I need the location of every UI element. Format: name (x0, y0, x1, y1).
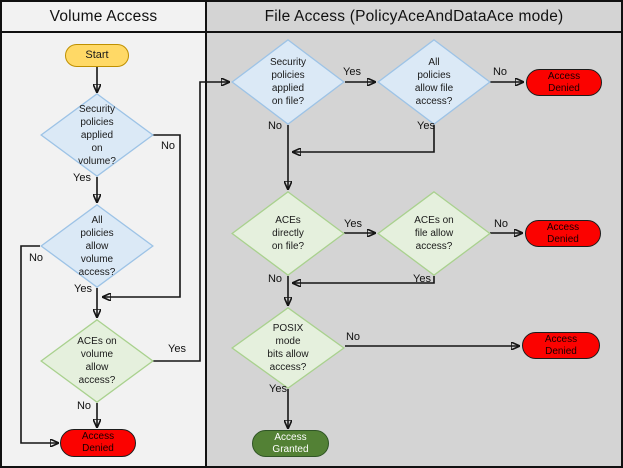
panel-divider (205, 2, 207, 466)
decision-policies-allow-volume: All policies allow volume access? (40, 204, 154, 288)
decision-aces-directly-file: ACEs directly on file? (231, 191, 345, 276)
diamond-shape (378, 192, 490, 275)
edge-vol-d3-yes-to-file-d1 (153, 82, 229, 362)
access-denied-file-mid: Access Denied (525, 220, 601, 247)
edge-label-no: No (345, 331, 361, 343)
edge-label-no: No (267, 273, 283, 285)
decision-label: Security policies applied on file? (269, 57, 307, 107)
edge-label-yes: Yes (417, 120, 435, 132)
edge-file-d4-yes (293, 276, 435, 283)
edge-label-yes: Yes (344, 218, 362, 230)
decision-posix-mode-bits: POSIX mode bits allow access? (231, 307, 345, 389)
edge-label-no: No (28, 252, 44, 264)
edge-label-no: No (76, 400, 92, 412)
edge-label-no: No (160, 140, 176, 152)
decision-aces-file-allow: ACEs on file allow access? (377, 191, 491, 276)
edge-label-yes: Yes (168, 343, 186, 355)
edge-label-yes: Yes (343, 66, 361, 78)
edge-file-d2-yes (293, 125, 435, 152)
decision-label: All policies allow volume access? (78, 214, 116, 278)
decision-security-policies-volume: Security policies applied on volume? (40, 93, 154, 177)
edge-label-yes: Yes (269, 383, 287, 395)
diamond-shape (232, 308, 344, 388)
diamond-shape (41, 205, 153, 287)
diamond-shape (41, 94, 153, 176)
access-denied-volume: Access Denied (60, 429, 136, 457)
decision-policies-allow-file: All policies allow file access? (377, 39, 491, 125)
decision-label: POSIX mode bits allow access? (267, 323, 309, 373)
decision-security-policies-file: Security policies applied on file? (231, 39, 345, 125)
diamond-shape (232, 192, 344, 275)
edge-label-no: No (493, 218, 509, 230)
edge-label-yes: Yes (413, 273, 431, 285)
edge-label-no: No (267, 120, 283, 132)
volume-access-panel-title: Volume Access (2, 2, 205, 33)
access-denied-file-top: Access Denied (526, 69, 602, 96)
start-node: Start (65, 44, 129, 67)
decision-label: All policies allow file access? (414, 57, 454, 107)
decision-label: ACEs on file allow access? (414, 215, 454, 252)
diamond-shape (41, 320, 153, 402)
edge-vol-d1-no (103, 134, 181, 297)
edge-vol-d2-no (20, 245, 58, 443)
file-access-panel-title: File Access (PolicyAceAndDataAce mode) (207, 2, 621, 33)
decision-label: ACEs on volume allow access? (77, 336, 117, 386)
access-granted: Access Granted (252, 430, 329, 457)
diamond-shape (232, 40, 344, 124)
decision-aces-volume-allow: ACEs on volume allow access? (40, 319, 154, 403)
edge-label-yes: Yes (73, 172, 91, 184)
diamond-shape (378, 40, 490, 124)
decision-label: ACEs directly on file? (271, 215, 305, 252)
access-denied-file-bottom: Access Denied (522, 332, 600, 359)
edge-label-no: No (492, 66, 508, 78)
edge-label-yes: Yes (74, 283, 92, 295)
decision-label: Security policies applied on volume? (78, 103, 116, 167)
